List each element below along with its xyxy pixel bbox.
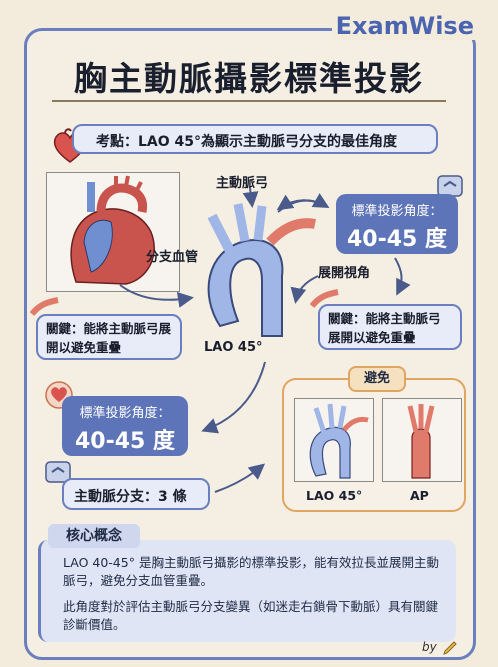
std-angle-box-top: 標準投影角度： 40-45 度 bbox=[336, 194, 458, 254]
label-branch-vessels: 分支血管 bbox=[146, 250, 199, 265]
footer-by: by bbox=[422, 640, 437, 654]
avoid-label-ap: AP bbox=[410, 488, 429, 503]
key-right-text: 關鍵：能將主動脈弓展開以避免重疊 bbox=[328, 311, 441, 345]
label-lao-45: LAO 45° bbox=[204, 340, 263, 355]
brand-logo: ExamWise bbox=[331, 12, 478, 40]
aorta-ap-thumbnail bbox=[407, 404, 435, 479]
core-concept-heading: 核心概念 bbox=[48, 524, 140, 548]
key-box-left: 關鍵：能將主動脈弓展開以避免重疊 bbox=[36, 314, 182, 360]
aorta-diagram bbox=[207, 203, 316, 337]
key-left-text: 關鍵：能將主動脈弓展開以避免重疊 bbox=[46, 321, 172, 355]
branches-text: 主動脈分支：3 條 bbox=[74, 489, 187, 505]
std-angle-title-top: 標準投影角度： bbox=[351, 204, 443, 219]
std-angle-value-top: 40-45 度 bbox=[346, 227, 448, 252]
branches-box: 主動脈分支：3 條 bbox=[62, 478, 210, 510]
heart-anatomy-drawing bbox=[70, 175, 155, 285]
avoid-title: 避免 bbox=[348, 366, 406, 392]
std-angle-box-bottom: 標準投影角度： 40-45 度 bbox=[62, 396, 188, 456]
concept-paragraph-2: 此角度對於評估主動脈弓分支變異（如迷走右鎖骨下動脈）具有關鍵診斷價值。 bbox=[63, 599, 439, 632]
vessel-icon-right bbox=[310, 289, 339, 308]
key-point-banner: 考點：LAO 45°為顯示主動脈弓分支的最佳角度 bbox=[72, 124, 438, 154]
std-angle-value-bottom: 40-45 度 bbox=[74, 429, 176, 454]
label-unfold-angle: 展開視角 bbox=[318, 266, 371, 281]
monitor-icon bbox=[437, 175, 463, 197]
pen-icon bbox=[443, 641, 457, 655]
avoid-label-lao: LAO 45° bbox=[306, 488, 363, 503]
aorta-lao-thumbnail bbox=[309, 403, 369, 479]
std-angle-title-bottom: 標準投影角度： bbox=[79, 406, 171, 421]
concept-paragraph-1: LAO 40-45° 是胸主動脈弓攝影的標準投影，能有效拉長並展開主動脈弓，避免… bbox=[63, 555, 439, 588]
title-underline bbox=[52, 100, 446, 102]
key-point-text: 考點：LAO 45°為顯示主動脈弓分支的最佳角度 bbox=[96, 134, 398, 150]
page-title: 胸主動脈攝影標準投影 bbox=[74, 59, 424, 98]
monitor-icon-small bbox=[45, 461, 71, 483]
core-concept-panel: LAO 40-45° 是胸主動脈弓攝影的標準投影，能有效拉長並展開主動脈弓，避免… bbox=[38, 540, 456, 642]
key-box-right: 關鍵：能將主動脈弓展開以避免重疊 bbox=[318, 304, 462, 350]
vessel-icon-left bbox=[30, 297, 59, 316]
label-aortic-arch: 主動脈弓 bbox=[216, 176, 269, 191]
